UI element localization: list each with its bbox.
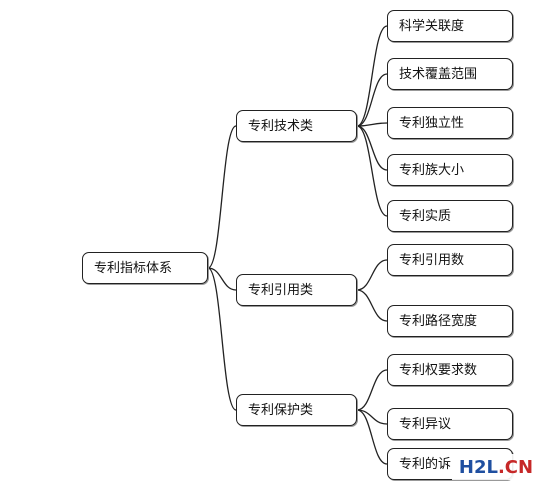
connector-tech-item-4 [356,125,388,171]
category-node-tech: 专利技术类 [236,110,357,142]
leaf-node-label: 专利异议 [399,416,452,432]
connector-tech-item-2 [356,73,388,127]
connector-root-to-tech [207,125,237,269]
root-node: 专利指标体系 [82,252,208,284]
leaf-node: 专利异议 [387,408,513,440]
connector-cite-item-2 [356,289,388,322]
connector-tech-item-3 [356,122,388,127]
watermark-logo: H2L.CN [452,454,540,480]
leaf-node-label: 科学关联度 [399,18,465,34]
leaf-node: 专利路径宽度 [387,305,513,337]
leaf-node-label: 专利权要求数 [399,362,478,378]
leaf-node: 专利族大小 [387,154,513,186]
category-node-label: 专利技术类 [248,118,314,134]
connector-tech-item-1 [356,25,388,127]
leaf-node-label: 专利引用数 [399,252,465,268]
connector-root-to-protect [207,267,237,411]
leaf-node: 技术覆盖范围 [387,58,513,90]
connector-protect-item-1 [356,369,388,411]
leaf-node-label: 专利独立性 [399,115,465,131]
connector-tech-item-5 [356,125,388,217]
category-node-label: 专利引用类 [248,282,314,298]
leaf-node-label: 专利实质 [399,208,452,224]
leaf-node-label: 专利的诉 [399,456,452,472]
category-node-protect: 专利保护类 [236,394,357,426]
root-node-label: 专利指标体系 [94,260,173,276]
connector-protect-item-3 [356,409,388,465]
leaf-node-label: 技术覆盖范围 [399,66,478,82]
connector-root-to-cite [207,267,237,291]
category-node-label: 专利保护类 [248,402,314,418]
leaf-node-label: 专利族大小 [399,162,465,178]
watermark-part-1: H2L [458,456,498,478]
connector-cite-item-1 [356,259,388,291]
leaf-node-label: 专利路径宽度 [399,313,478,329]
watermark-part-2: .CN [497,456,534,478]
category-node-cite: 专利引用类 [236,274,357,306]
leaf-node: 专利独立性 [387,107,513,139]
leaf-node: 专利实质 [387,200,513,232]
leaf-node: 科学关联度 [387,10,513,42]
leaf-node: 专利权要求数 [387,354,513,386]
leaf-node: 专利引用数 [387,244,513,276]
